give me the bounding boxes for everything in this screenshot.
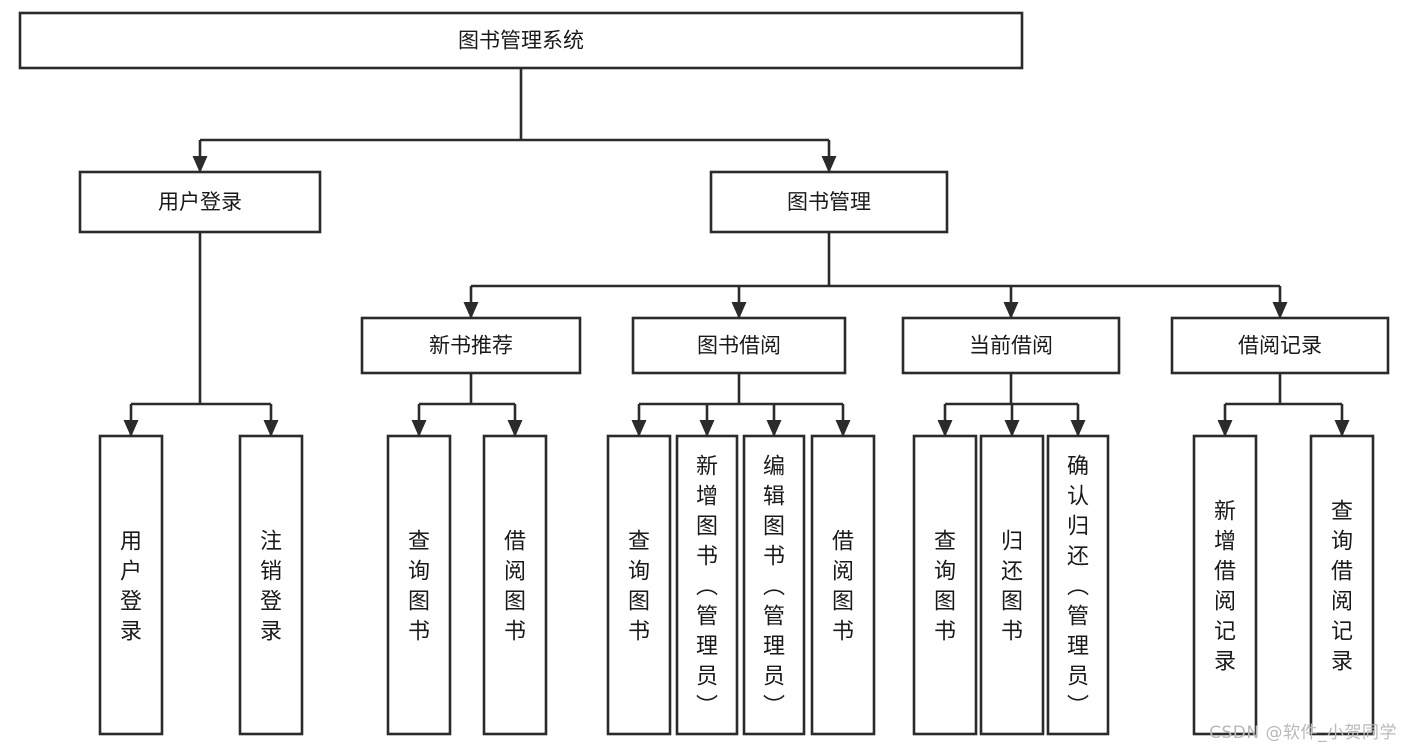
node-label-book-borrow: 图书借阅 xyxy=(697,334,781,358)
node-label-leaf-query-borrow-record: 查询借阅记录 xyxy=(1331,499,1353,674)
node-book-borrow[interactable]: 图书借阅 xyxy=(631,316,847,375)
node-box-borrow-record[interactable] xyxy=(1170,316,1390,375)
node-current-borrow[interactable]: 当前借阅 xyxy=(901,316,1121,375)
node-leaf-user-login[interactable]: 用户登录 xyxy=(98,434,164,736)
node-leaf-query-book-borrow[interactable]: 查询图书 xyxy=(606,434,672,736)
arrow-head-leaf-add-borrow-record xyxy=(1217,420,1233,437)
node-user-login[interactable]: 用户登录 xyxy=(78,170,322,234)
node-new-book-recommend[interactable]: 新书推荐 xyxy=(360,316,582,375)
node-box-leaf-query-book-borrow[interactable] xyxy=(606,434,672,736)
node-box-leaf-borrow-book[interactable] xyxy=(810,434,876,736)
node-label-leaf-query-book-borrow: 查询图书 xyxy=(628,529,650,644)
node-box-root[interactable] xyxy=(18,11,1024,70)
edge-group-root xyxy=(192,68,837,173)
node-box-leaf-query-book-current[interactable] xyxy=(912,434,978,736)
node-label-leaf-query-book-new: 查询图书 xyxy=(408,529,430,644)
arrow-head-leaf-user-logout xyxy=(263,420,279,437)
node-leaf-edit-book[interactable]: 编辑图书︵管理员︶ xyxy=(742,434,806,736)
node-borrow-record[interactable]: 借阅记录 xyxy=(1170,316,1390,375)
node-label-leaf-user-logout: 注销登录 xyxy=(260,529,282,644)
edge-group-current-borrow xyxy=(937,373,1086,437)
node-label-leaf-borrow-book: 借阅图书 xyxy=(832,529,854,644)
node-label-leaf-borrow-book-new: 借阅图书 xyxy=(504,529,526,644)
node-label-leaf-add-book: 新增图书︵管理员︶ xyxy=(696,454,718,719)
node-leaf-query-borrow-record[interactable]: 查询借阅记录 xyxy=(1309,434,1375,736)
arrow-head-leaf-confirm-return xyxy=(1070,420,1086,437)
edges-layer xyxy=(123,68,1350,437)
node-box-leaf-return-book[interactable] xyxy=(979,434,1045,736)
node-label-root: 图书管理系统 xyxy=(458,29,584,53)
arrow-head-leaf-query-book-borrow xyxy=(631,420,647,437)
node-box-user-login[interactable] xyxy=(78,170,322,234)
node-label-user-login: 用户登录 xyxy=(158,190,242,214)
edge-group-user-login xyxy=(123,232,279,437)
node-leaf-confirm-return[interactable]: 确认归还︵管理员︶ xyxy=(1046,434,1110,736)
arrow-head-leaf-query-book-new xyxy=(411,420,427,437)
node-root[interactable]: 图书管理系统 xyxy=(18,11,1024,70)
node-book-management[interactable]: 图书管理 xyxy=(709,170,949,234)
node-box-leaf-confirm-return[interactable] xyxy=(1046,434,1110,736)
arrow-head-borrow-record xyxy=(1272,302,1288,319)
edge-group-book-borrow xyxy=(631,373,851,437)
node-label-leaf-return-book: 归还图书 xyxy=(1001,529,1023,644)
node-box-leaf-query-book-new[interactable] xyxy=(386,434,452,736)
arrow-head-leaf-borrow-book-new xyxy=(507,420,523,437)
node-box-leaf-user-login[interactable] xyxy=(98,434,164,736)
node-label-leaf-confirm-return: 确认归还︵管理员︶ xyxy=(1067,454,1089,719)
node-label-leaf-add-borrow-record: 新增借阅记录 xyxy=(1214,499,1236,674)
arrow-head-leaf-edit-book xyxy=(766,420,782,437)
arrow-head-new-book-recommend xyxy=(463,302,479,319)
node-leaf-query-book-new[interactable]: 查询图书 xyxy=(386,434,452,736)
node-box-new-book-recommend[interactable] xyxy=(360,316,582,375)
node-leaf-borrow-book[interactable]: 借阅图书 xyxy=(810,434,876,736)
node-label-current-borrow: 当前借阅 xyxy=(969,334,1053,358)
arrow-head-user-login xyxy=(192,156,208,173)
node-box-leaf-edit-book[interactable] xyxy=(742,434,806,736)
node-label-book-management: 图书管理 xyxy=(787,190,871,214)
node-box-book-management[interactable] xyxy=(709,170,949,234)
node-label-leaf-user-login: 用户登录 xyxy=(120,529,142,644)
node-leaf-add-borrow-record[interactable]: 新增借阅记录 xyxy=(1192,434,1258,736)
node-leaf-query-book-current[interactable]: 查询图书 xyxy=(912,434,978,736)
node-box-leaf-add-borrow-record[interactable] xyxy=(1192,434,1258,736)
arrow-head-book-management xyxy=(821,156,837,173)
arrow-head-leaf-query-borrow-record xyxy=(1334,420,1350,437)
node-leaf-user-logout[interactable]: 注销登录 xyxy=(238,434,304,736)
node-label-borrow-record: 借阅记录 xyxy=(1238,334,1322,358)
node-box-book-borrow[interactable] xyxy=(631,316,847,375)
node-leaf-return-book[interactable]: 归还图书 xyxy=(979,434,1045,736)
edge-group-new-book-recommend xyxy=(411,373,523,437)
arrow-head-leaf-user-login xyxy=(123,420,139,437)
arrow-head-leaf-query-book-current xyxy=(937,420,953,437)
node-box-current-borrow[interactable] xyxy=(901,316,1121,375)
arrow-head-leaf-return-book xyxy=(1004,420,1020,437)
arrow-head-book-borrow xyxy=(731,302,747,319)
edge-group-book-management xyxy=(463,232,1288,319)
node-box-leaf-borrow-book-new[interactable] xyxy=(482,434,548,736)
node-label-leaf-query-book-current: 查询图书 xyxy=(934,529,956,644)
node-label-leaf-edit-book: 编辑图书︵管理员︶ xyxy=(763,454,785,719)
node-leaf-add-book[interactable]: 新增图书︵管理员︶ xyxy=(675,434,739,736)
node-label-new-book-recommend: 新书推荐 xyxy=(429,334,513,358)
arrow-head-leaf-borrow-book xyxy=(835,420,851,437)
edge-group-borrow-record xyxy=(1217,373,1350,437)
node-box-leaf-query-borrow-record[interactable] xyxy=(1309,434,1375,736)
node-box-leaf-user-logout[interactable] xyxy=(238,434,304,736)
arrow-head-current-borrow xyxy=(1003,302,1019,319)
arrow-head-leaf-add-book xyxy=(699,420,715,437)
node-leaf-borrow-book-new[interactable]: 借阅图书 xyxy=(482,434,548,736)
node-box-leaf-add-book[interactable] xyxy=(675,434,739,736)
nodes-layer: 图书管理系统用户登录图书管理新书推荐图书借阅当前借阅借阅记录用户登录注销登录查询… xyxy=(18,11,1390,736)
